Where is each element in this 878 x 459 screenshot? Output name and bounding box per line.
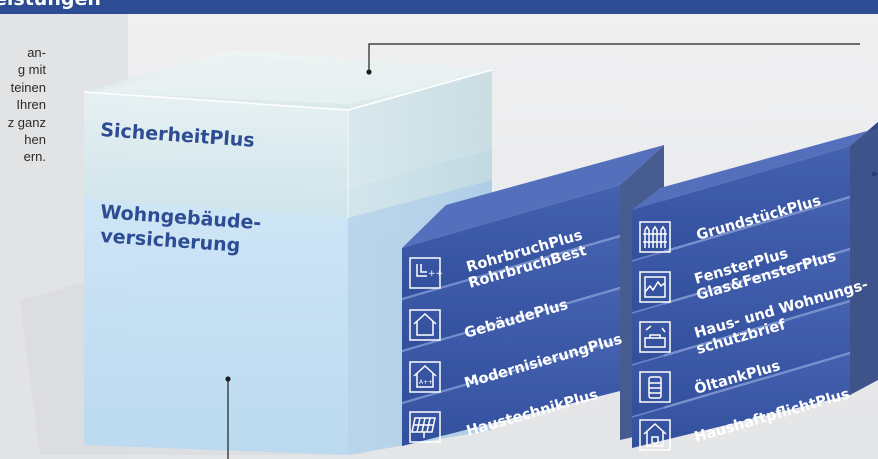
header-bar: eistungen [0, 0, 878, 14]
left-bar [402, 341, 620, 446]
intro-line: hen [24, 132, 46, 148]
intro-line: z ganz [7, 114, 46, 130]
intro-line: ern. [23, 149, 46, 165]
glass-block [83, 50, 493, 218]
right-bar-column: GrundstückPlus FensterPlus Glas&FensterP… [631, 122, 878, 451]
callout-dot-bottom [225, 376, 231, 382]
intro-text: an- g mit teinen Ihren z ganz hen ern. [0, 44, 46, 166]
intro-line: an- [27, 45, 46, 60]
header-title: eistungen [0, 0, 101, 10]
svg-text:++: ++ [428, 269, 443, 279]
left-bar-column: ++ A++ RohrbruchPlus RohrbruchBest Gebäu… [401, 145, 664, 446]
left-bar [402, 237, 620, 350]
oil-tank-icon [639, 371, 671, 403]
left-bar [402, 145, 664, 298]
solar-panel-icon [409, 411, 441, 443]
house-shield-icon [639, 419, 671, 451]
callout-dot-top [366, 69, 372, 75]
pipe-icon: ++ [409, 257, 443, 289]
left-bar [402, 289, 620, 402]
energy-house-icon: A++ [409, 361, 441, 393]
fence-icon [639, 221, 671, 253]
toolbox-icon [639, 321, 671, 353]
broken-window-icon [639, 271, 671, 303]
callout-top [368, 43, 860, 72]
intro-line: g mit [17, 62, 46, 78]
house-icon [409, 309, 441, 341]
intro-line: teinen [10, 79, 46, 95]
svg-text:A++: A++ [419, 379, 433, 386]
intro-line: Ihren [16, 97, 46, 113]
